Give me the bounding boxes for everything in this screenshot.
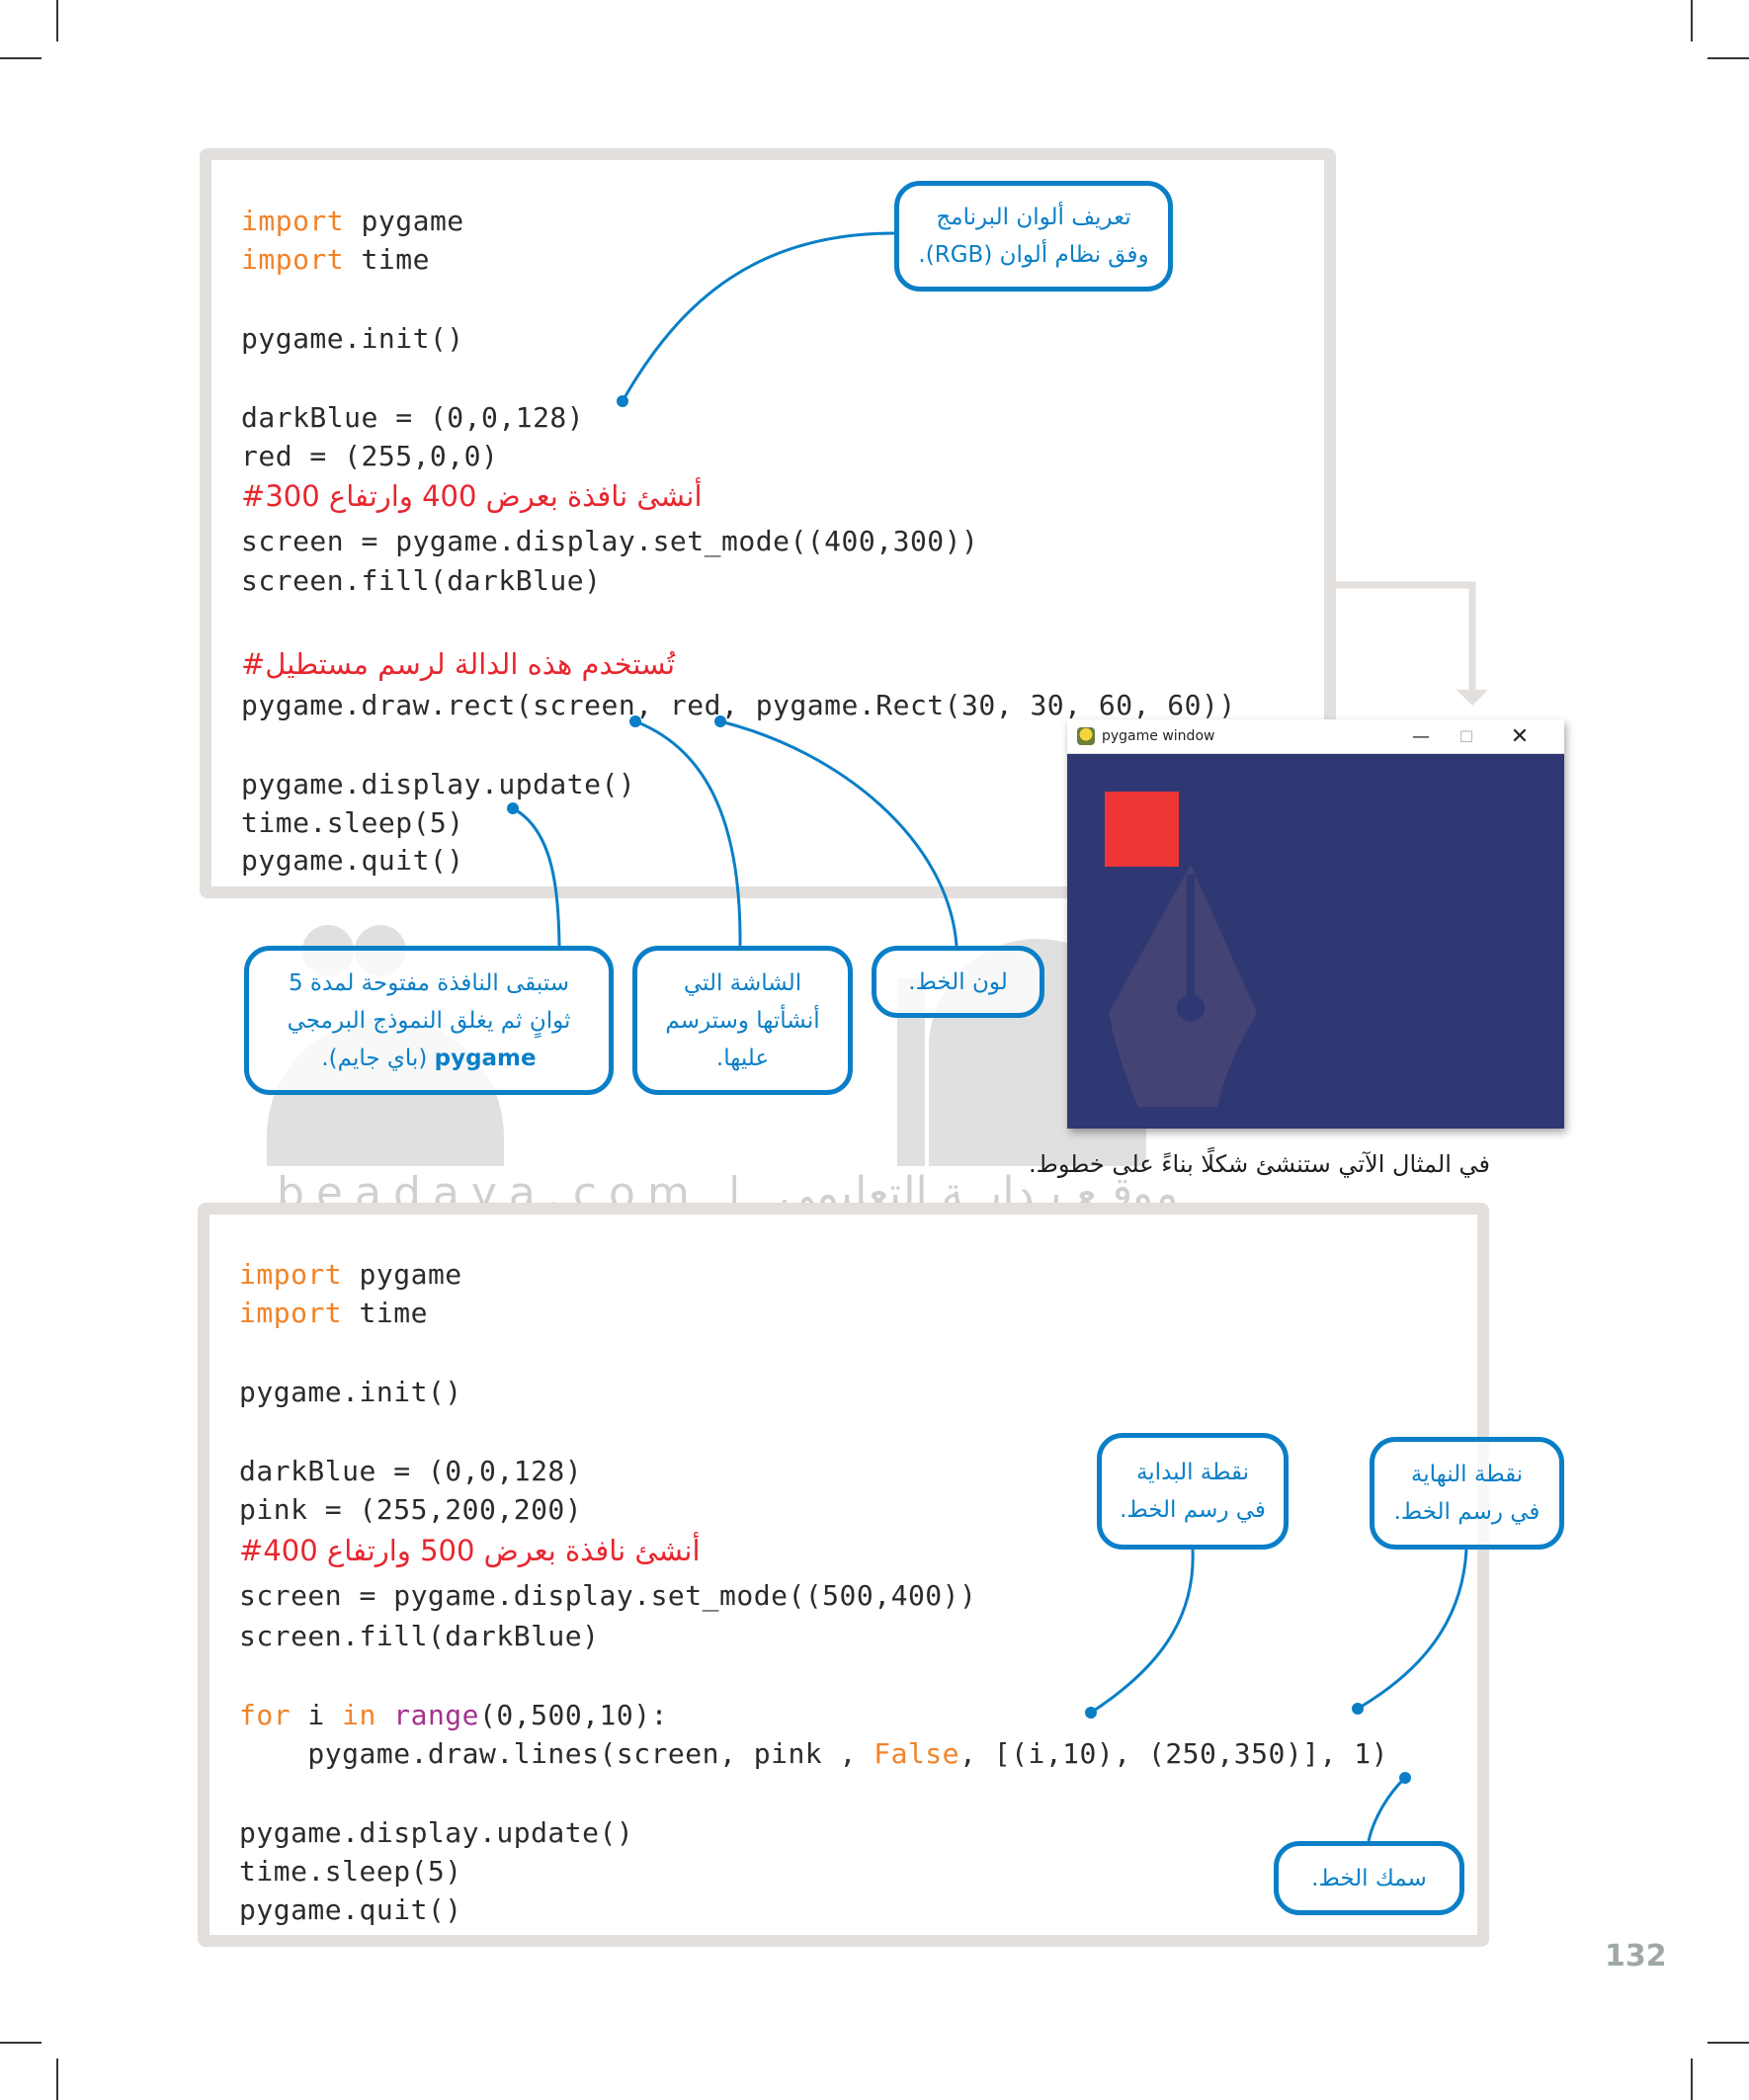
window-canvas (1067, 754, 1564, 1129)
code-box-example-2: import pygame import time pygame.init() … (198, 1203, 1489, 1947)
code-line: darkBlue = (0,0,128) (241, 401, 585, 434)
crop-mark (56, 0, 58, 42)
code-line: pink = (255,200,200) (239, 1493, 583, 1526)
pygame-logo-icon (1077, 727, 1095, 745)
code-line: pygame.quit() (241, 844, 464, 877)
callout-line-thickness: سمك الخط. (1274, 1841, 1464, 1915)
crop-mark (1707, 57, 1749, 59)
crop-mark (1707, 2042, 1749, 2044)
code-line: pygame.quit() (239, 1893, 462, 1926)
watermark-pen-icon (1109, 865, 1257, 1107)
crop-mark (1691, 2058, 1693, 2100)
code-line: pygame.draw.lines(screen, pink , False, … (239, 1737, 1388, 1770)
pygame-window: pygame window — ☐ ✕ (1067, 719, 1564, 1129)
window-title: pygame window (1102, 728, 1215, 744)
code-comment: أنشئ نافذة بعرض 400 وارتفاع 300# (241, 479, 703, 513)
window-titlebar: pygame window — ☐ ✕ (1067, 719, 1564, 754)
callout-sleep: ستبقى النافذة مفتوحة لمدة 5 ثوانٍ ثم يغل… (244, 946, 614, 1095)
code-line: time.sleep(5) (241, 806, 464, 839)
page-number: 132 (1605, 1939, 1667, 1974)
code-comment: أنشئ نافذة بعرض 500 وارتفاع 400# (239, 1534, 701, 1567)
code-line: pygame.draw.rect(screen, red, pygame.Rec… (241, 689, 1236, 721)
crop-mark (1691, 0, 1693, 42)
maximize-button[interactable]: ☐ (1458, 726, 1474, 746)
intro-sentence: في المثال الآتي ستنشئ شكلًا بناءً على خط… (1029, 1150, 1490, 1178)
minimize-button[interactable]: — (1412, 725, 1430, 747)
code-line: screen = pygame.display.set_mode((400,30… (241, 525, 979, 557)
crop-mark (0, 2042, 42, 2044)
code-comment: تُستخدم هذه الدالة لرسم مستطيل# (241, 647, 676, 681)
code-line: time.sleep(5) (239, 1855, 462, 1888)
code-line: screen.fill(darkBlue) (239, 1620, 600, 1652)
code-line: for i in range(0,500,10): (239, 1699, 668, 1731)
code-line: import time (241, 243, 430, 276)
code-line: screen.fill(darkBlue) (241, 564, 602, 597)
code-line: pygame.init() (239, 1376, 462, 1408)
code-line: import pygame (239, 1258, 462, 1291)
close-button[interactable]: ✕ (1510, 723, 1530, 749)
code-line: import pygame (241, 205, 464, 237)
code-line: darkBlue = (0,0,128) (239, 1455, 583, 1487)
code-line: pygame.display.update() (241, 768, 636, 800)
code-line: screen = pygame.display.set_mode((500,40… (239, 1579, 977, 1612)
callout-screen: الشاشة التي أنشأتها وسترسم عليها. (632, 946, 853, 1095)
code-line: pygame.init() (241, 322, 464, 355)
crop-mark (0, 57, 42, 59)
crop-mark (56, 2058, 58, 2100)
code-line: red = (255,0,0) (241, 440, 499, 472)
code-line: import time (239, 1297, 428, 1329)
red-rectangle (1104, 791, 1180, 867)
code-line: pygame.display.update() (239, 1816, 634, 1849)
callout-line-color: لون الخط. (872, 946, 1044, 1018)
